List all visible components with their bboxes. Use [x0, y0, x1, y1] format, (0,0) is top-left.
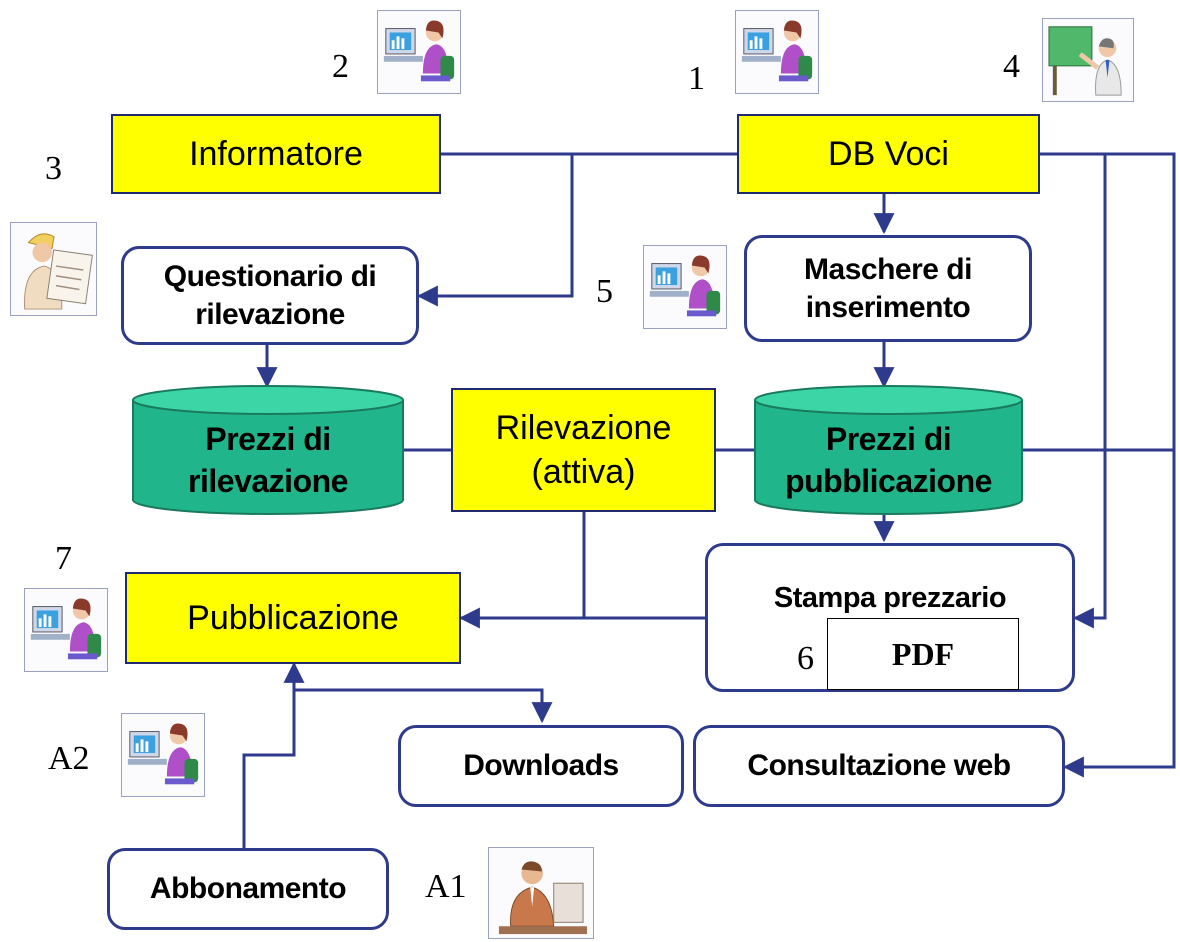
connector-to-downloads — [294, 688, 553, 724]
connector-dbvoci-consultazione — [1040, 152, 1176, 778]
database-prezzi-rilevazione — [132, 385, 404, 515]
maschere-label-line1: Maschere di — [804, 253, 972, 286]
step-number-2: 2 — [332, 48, 349, 85]
step-number-5: 5 — [596, 273, 613, 310]
db-voci-box: DB Voci — [737, 114, 1040, 194]
step-number-4: 4 — [1003, 48, 1020, 85]
step-number-a1: A1 — [425, 868, 467, 905]
connector-abbonamento-pubblicazione — [242, 661, 305, 848]
prezzi-rilevazione-line1: Prezzi di — [205, 421, 331, 458]
abbonamento-label: Abbonamento — [149, 872, 347, 906]
pdf-box: PDF — [827, 618, 1019, 690]
questionario-label-line1: Questionario di — [163, 260, 377, 293]
computer-operator-icon — [377, 10, 461, 94]
downloads-box: Downloads — [398, 725, 684, 807]
questionario-label-line2: rilevazione — [195, 297, 345, 331]
engineer-with-plans-icon — [10, 222, 97, 316]
abbonamento-box: Abbonamento — [107, 848, 389, 930]
prezzi-pubblicazione-line1: Prezzi di — [825, 421, 952, 458]
prezzi-rilevazione-line2: rilevazione — [188, 463, 348, 499]
prezzi-rilevazione-label: Prezzi di rilevazione — [133, 415, 403, 507]
step-number-a2: A2 — [48, 740, 90, 777]
rilevazione-box: Rilevazione (attiva) — [451, 388, 716, 512]
pubblicazione-label: Pubblicazione — [187, 598, 399, 637]
step-number-7: 7 — [55, 540, 72, 577]
step-number-3: 3 — [45, 150, 62, 187]
rilevazione-label-line1: Rilevazione — [495, 408, 672, 447]
questionario-box: Questionario di rilevazione — [121, 246, 419, 345]
prezzi-pubblicazione-label: Prezzi di pubblicazione — [755, 415, 1022, 507]
informatore-label: Informatore — [189, 134, 363, 173]
downloads-label: Downloads — [463, 749, 619, 783]
consultazione-web-box: Consultazione web — [693, 725, 1065, 807]
step-number-6: 6 — [797, 640, 814, 677]
computer-operator-icon — [121, 713, 205, 797]
businessman-at-desk-icon — [488, 847, 594, 939]
rilevazione-label-line2: (attiva) — [531, 453, 636, 491]
maschere-box: Maschere di inserimento — [744, 235, 1032, 342]
computer-operator-icon — [643, 245, 727, 329]
computer-operator-icon — [735, 10, 819, 94]
stampa-prezzario-label: Stampa prezzario — [773, 582, 1007, 614]
presenter-icon — [1042, 18, 1134, 102]
pubblicazione-box: Pubblicazione — [125, 572, 461, 664]
db-voci-label: DB Voci — [828, 134, 949, 173]
connector-dbvoci-stampa — [1072, 154, 1107, 629]
database-prezzi-pubblicazione — [754, 385, 1023, 515]
step-number-1: 1 — [688, 60, 705, 97]
maschere-label-line2: inserimento — [805, 290, 971, 324]
prezzi-pubblicazione-line2: pubblicazione — [785, 463, 992, 499]
consultazione-web-label: Consultazione web — [747, 749, 1011, 783]
connector-to-questionario — [416, 154, 574, 307]
informatore-box: Informatore — [111, 114, 441, 194]
pdf-label: PDF — [891, 635, 955, 672]
computer-operator-icon — [24, 588, 108, 672]
